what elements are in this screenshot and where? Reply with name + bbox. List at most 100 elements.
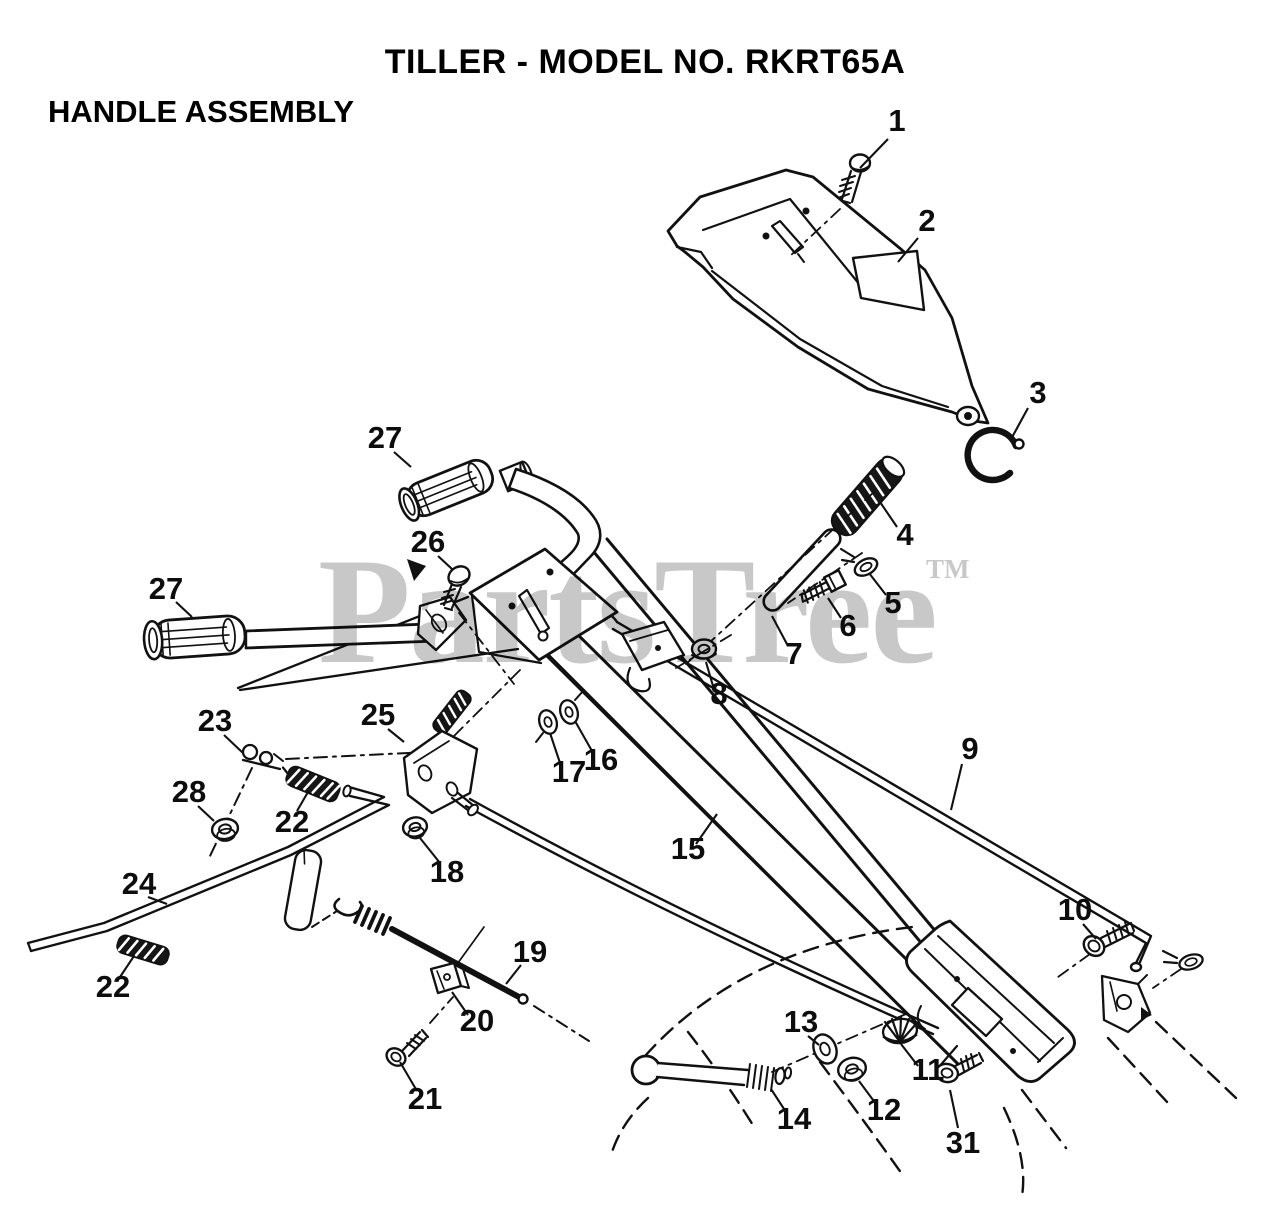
cable-clamp-20 xyxy=(429,961,470,995)
callout-31: 31 xyxy=(946,1125,980,1160)
watermark-text: PartsTree xyxy=(318,527,936,695)
bolt-31 xyxy=(934,1051,985,1084)
idler-bracket-25 xyxy=(402,689,479,817)
section-heading: HANDLE ASSEMBLY xyxy=(48,94,354,129)
grip-27-left xyxy=(142,614,247,661)
callout-1: 1 xyxy=(888,103,905,138)
callout-12: 12 xyxy=(867,1092,901,1127)
callout-31-leader xyxy=(948,1089,960,1129)
callout-7-leader xyxy=(771,615,789,647)
handlebar xyxy=(142,458,602,661)
callout-24-leader xyxy=(147,896,168,905)
grip-4 xyxy=(830,455,906,537)
callout-27: 27 xyxy=(368,420,402,455)
clutch-rod xyxy=(464,797,940,1036)
callout-3-leader xyxy=(1009,407,1029,442)
screw-26 xyxy=(440,565,515,685)
console-slot xyxy=(770,219,805,255)
cable-clip-23 xyxy=(209,743,449,857)
callout-10: 10 xyxy=(1058,892,1092,927)
callout-9-leader xyxy=(949,763,964,811)
callout-26: 26 xyxy=(411,524,445,559)
callout-15-leader xyxy=(695,813,718,845)
callout-14-leader xyxy=(770,1088,787,1113)
callout-18-leader xyxy=(419,837,441,864)
callout-19-leader xyxy=(505,964,522,985)
idler-latch xyxy=(1100,974,1152,1034)
callout-9: 9 xyxy=(961,731,978,766)
callout-labels: 1234567891011121314151617181920212222232… xyxy=(96,103,1097,1160)
callout-3: 3 xyxy=(1029,375,1046,410)
callout-2-leader xyxy=(897,237,919,263)
callout-23: 23 xyxy=(198,703,232,738)
callout-22-leader xyxy=(296,791,309,812)
callout-5-leader xyxy=(868,572,887,596)
callout-27-leader xyxy=(393,451,412,468)
callout-22: 22 xyxy=(96,969,130,1004)
callout-27: 27 xyxy=(149,571,183,606)
hardware-axis-line xyxy=(771,1013,907,1073)
callout-2: 2 xyxy=(918,203,935,238)
lock-washer-11 xyxy=(881,1015,959,1070)
callout-17: 17 xyxy=(552,754,586,789)
callout-4: 4 xyxy=(896,517,914,552)
callout-27-leader xyxy=(175,601,193,618)
callout-6-leader xyxy=(827,597,842,619)
bolt-10 xyxy=(1057,921,1136,978)
callout-16: 16 xyxy=(584,742,618,777)
nut-28 xyxy=(210,817,240,842)
page-title: TILLER - MODEL NO. RKRT65A xyxy=(385,43,906,81)
callout-1-leader xyxy=(859,138,889,169)
washer-17 xyxy=(535,709,559,743)
callout-14: 14 xyxy=(777,1101,812,1136)
callout-16-leader xyxy=(574,720,593,752)
callout-8-leader xyxy=(704,661,715,687)
spring-22-upper xyxy=(281,765,341,803)
callout-28: 28 xyxy=(172,774,206,809)
callout-6: 6 xyxy=(839,608,856,643)
callout-13-leader xyxy=(807,1035,820,1046)
console-recess xyxy=(851,249,926,312)
callout-15: 15 xyxy=(671,831,705,866)
callout-21-leader xyxy=(399,1061,418,1092)
screw-1 xyxy=(788,153,872,258)
grip-27-top xyxy=(398,458,495,522)
callout-25: 25 xyxy=(361,697,395,732)
callout-4-leader xyxy=(879,501,898,528)
bolt-21 xyxy=(385,996,454,1067)
mount-plate xyxy=(416,547,619,743)
control-rod-9 xyxy=(596,611,1153,973)
callout-10-leader xyxy=(1082,923,1097,940)
callout-25-leader xyxy=(387,728,405,743)
wire-clip-5-lower xyxy=(1152,949,1204,989)
callout-20-leader xyxy=(451,991,469,1016)
axis-lines xyxy=(685,491,875,665)
latch-strip xyxy=(283,848,338,932)
tube-bracket xyxy=(620,620,686,693)
callout-28-leader xyxy=(197,805,215,822)
washer-16 xyxy=(558,689,585,725)
callout-5: 5 xyxy=(884,585,901,620)
callout-18: 18 xyxy=(430,854,464,889)
shift-lever-14 xyxy=(630,1054,793,1092)
hidden-outline-dashes xyxy=(610,925,1238,1198)
spring-22-lower xyxy=(116,934,170,966)
spring-25 xyxy=(432,689,472,735)
callout-13: 13 xyxy=(784,1004,818,1039)
lower-mount-cover xyxy=(905,919,1076,1083)
callout-21: 21 xyxy=(408,1081,442,1116)
callout-26-leader xyxy=(437,555,453,570)
c-clip-3 xyxy=(964,426,1025,484)
washer-13 xyxy=(812,1033,838,1065)
nut-18 xyxy=(401,816,429,840)
handle-tube-right xyxy=(591,537,944,953)
callout-20: 20 xyxy=(460,1003,494,1038)
callout-17-leader xyxy=(549,732,561,764)
watermark-tm: TM xyxy=(926,554,970,584)
flange-nut-12 xyxy=(836,1056,868,1082)
handlebar-shadow-wedge xyxy=(407,559,426,581)
callout-12-leader xyxy=(858,1080,877,1105)
callout-11: 11 xyxy=(912,1052,945,1087)
